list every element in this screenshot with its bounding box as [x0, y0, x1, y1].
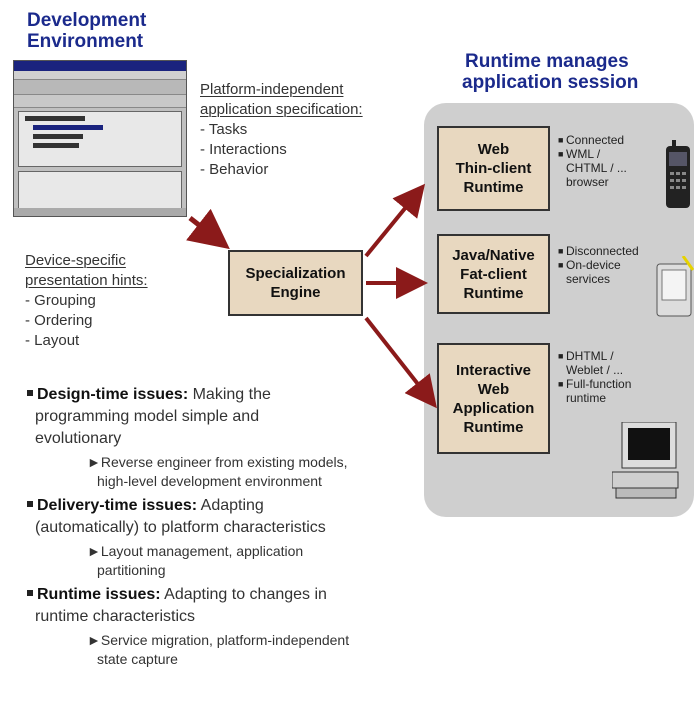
dev-env-title: Development Environment: [27, 10, 147, 52]
web-app-runtime-box: Interactive Web Application Runtime: [437, 343, 550, 454]
engine-to-web-app-arrow: [364, 316, 437, 409]
fat-client-bullets: ■Disconnected ■On-device services: [558, 244, 639, 286]
device-hints: Device-specific presentation hints: - Gr…: [25, 252, 148, 349]
issues-list: Design-time issues: Making the programmi…: [27, 384, 427, 669]
runtime-issue: Runtime issues: Adapting to changes in r…: [27, 584, 427, 628]
cellphone-icon: [666, 140, 690, 208]
pda-icon: [656, 256, 694, 317]
delivery-time-issue: Delivery-time issues: Adapting (automati…: [27, 495, 427, 539]
web-app-bullets: ■DHTML / Weblet / ... ■Full-function run…: [558, 349, 632, 405]
design-time-sub: ►Reverse engineer from existing models, …: [87, 454, 348, 489]
engine-to-thin-arrow: [364, 183, 426, 258]
fat-client-runtime-box: Java/Native Fat-client Runtime: [437, 234, 550, 314]
runtime-title: Runtime manages application session: [462, 51, 639, 93]
thin-client-runtime-box: Web Thin-client Runtime: [437, 126, 550, 211]
dev-environment-screenshot: [13, 60, 187, 217]
platform-spec: Platform-independent application specifi…: [200, 81, 363, 178]
desktop-computer-icon: [612, 422, 679, 499]
thin-client-bullets: ■Connected ■WML / CHTML / ... browser: [558, 133, 627, 189]
runtime-sub: ►Service migration, platform-independent…: [87, 632, 350, 667]
dev-to-engine-arrow: [186, 208, 230, 250]
specialization-engine-box: Specialization Engine: [228, 250, 363, 316]
design-time-issue: Design-time issues: Making the programmi…: [27, 384, 427, 450]
delivery-time-sub: ►Layout management, application partitio…: [87, 543, 304, 578]
